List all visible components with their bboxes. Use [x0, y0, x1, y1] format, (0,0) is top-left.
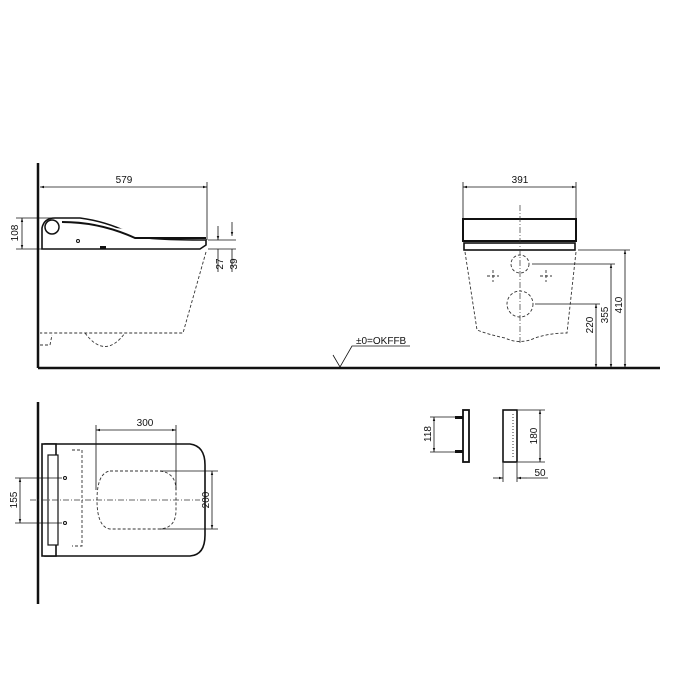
bowl-hidden-outline	[40, 251, 207, 347]
dim-front-width: 391	[512, 175, 529, 186]
dim-panel-height: 180	[529, 427, 540, 444]
floor-level-label: ±0=OKFFB	[356, 336, 407, 347]
dim-height-410: 410	[614, 296, 625, 313]
dim-top-length: 300	[137, 418, 154, 429]
dim-panel-depth: 50	[534, 468, 546, 479]
bracket-part	[462, 409, 470, 463]
top-view: 300 200 155	[9, 402, 218, 604]
dim-side-width: 579	[116, 175, 133, 186]
dim-top-width: 200	[201, 491, 212, 508]
dim-offset-b: 39	[229, 258, 240, 270]
dim-spacing: 155	[9, 491, 20, 508]
dim-side-height: 108	[10, 224, 21, 241]
floor-level-symbol	[332, 345, 410, 368]
dim-bracket-height: 118	[423, 426, 434, 442]
dim-height-355: 355	[600, 306, 611, 323]
seat-ring-front	[463, 242, 576, 251]
seat-front	[462, 218, 577, 242]
dim-height-220: 220	[585, 316, 596, 333]
dim-offset-a: 27	[215, 258, 226, 270]
side-view: 579 108 27 39	[10, 163, 660, 370]
hinge-icon	[44, 219, 60, 235]
panel-part	[502, 409, 518, 463]
front-view: 391 220 355 410 ±0=OKFFB	[332, 175, 630, 368]
bowl-front-hidden	[464, 251, 577, 342]
parts-detail: 118 180 50	[423, 409, 548, 482]
